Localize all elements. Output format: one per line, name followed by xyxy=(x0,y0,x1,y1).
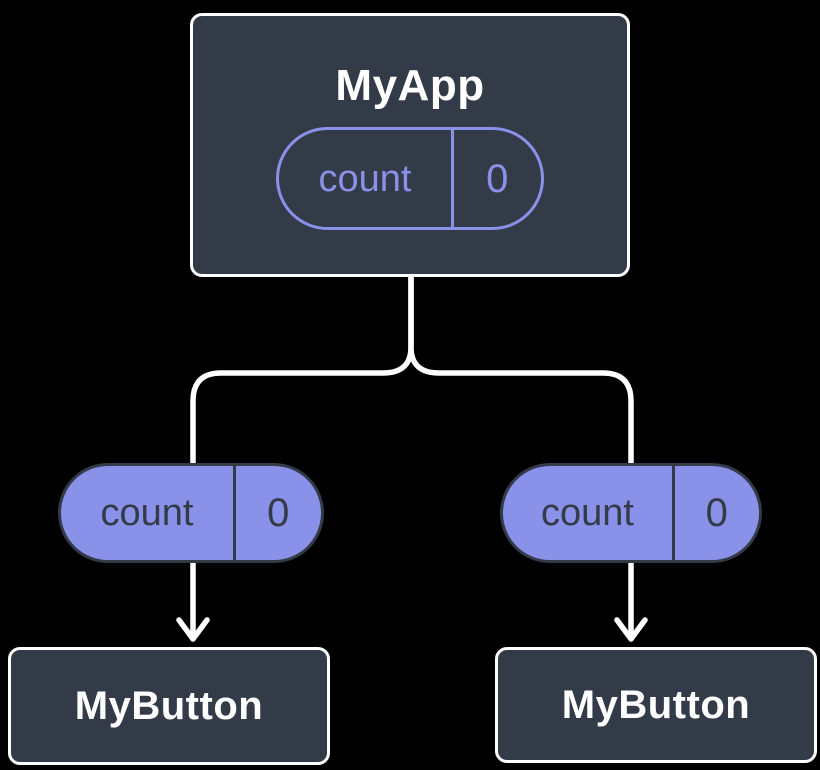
pill-divider xyxy=(233,466,236,560)
pill-divider xyxy=(672,466,675,560)
arrowhead-down-left-icon xyxy=(176,617,210,642)
state-pill-label: count xyxy=(318,157,412,200)
node-myapp: MyApp count 0 xyxy=(190,13,630,277)
state-pill-value: 0 xyxy=(486,156,509,201)
prop-pill-left: count 0 xyxy=(58,463,324,563)
connector-right-branch xyxy=(408,269,634,640)
prop-pill-left-value: 0 xyxy=(267,491,290,535)
prop-pill-right-value: 0 xyxy=(705,491,728,535)
state-pill: count 0 xyxy=(276,127,544,231)
prop-pill-right: count 0 xyxy=(500,463,762,563)
node-mybutton-left-title: MyButton xyxy=(74,684,264,728)
node-mybutton-right: MyButton xyxy=(495,647,817,763)
prop-pill-right-label: count xyxy=(541,492,634,534)
prop-pill-left-label: count xyxy=(100,492,194,534)
arrowhead-down-right-icon xyxy=(614,617,648,642)
node-myapp-title: MyApp xyxy=(335,61,485,110)
node-mybutton-right-title: MyButton xyxy=(561,683,751,727)
connector-left-branch xyxy=(190,269,414,640)
pill-divider xyxy=(451,130,454,228)
node-mybutton-left: MyButton xyxy=(8,647,330,765)
